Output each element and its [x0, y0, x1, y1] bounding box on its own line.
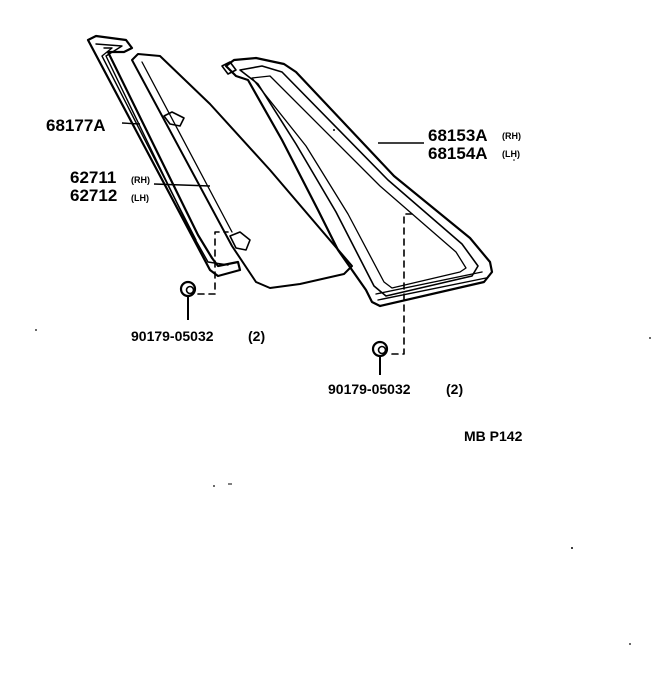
label-nut-right-qty: (2) — [446, 381, 463, 397]
label-68154a: 68154A — [428, 144, 488, 163]
label-68153a-suffix: (RH) — [502, 131, 521, 141]
label-62711: 62711 — [70, 168, 116, 187]
label-nut-left: 90179-05032 — [131, 328, 214, 344]
label-nut-right: 90179-05032 — [328, 381, 411, 397]
label-68154a-suffix: (LH) — [502, 149, 520, 159]
stray-specks — [35, 159, 651, 645]
glass-62711-62712 — [131, 53, 353, 289]
frame-68153a-68154a — [221, 56, 494, 308]
dashed-reference-lines — [197, 213, 413, 355]
label-68153a: 68153A — [428, 126, 488, 145]
label-62712: 62712 — [70, 186, 117, 205]
label-68177a: 68177A — [46, 116, 106, 135]
nut-right — [371, 340, 389, 375]
leader-lines — [121, 122, 424, 187]
label-62711-suffix: (RH) — [131, 175, 150, 185]
label-nut-left-qty: (2) — [248, 328, 265, 344]
moulding-68177a — [86, 34, 242, 278]
figure-code: MB P142 — [464, 428, 523, 444]
label-62712-suffix: (LH) — [131, 193, 149, 203]
nut-left — [179, 280, 197, 320]
